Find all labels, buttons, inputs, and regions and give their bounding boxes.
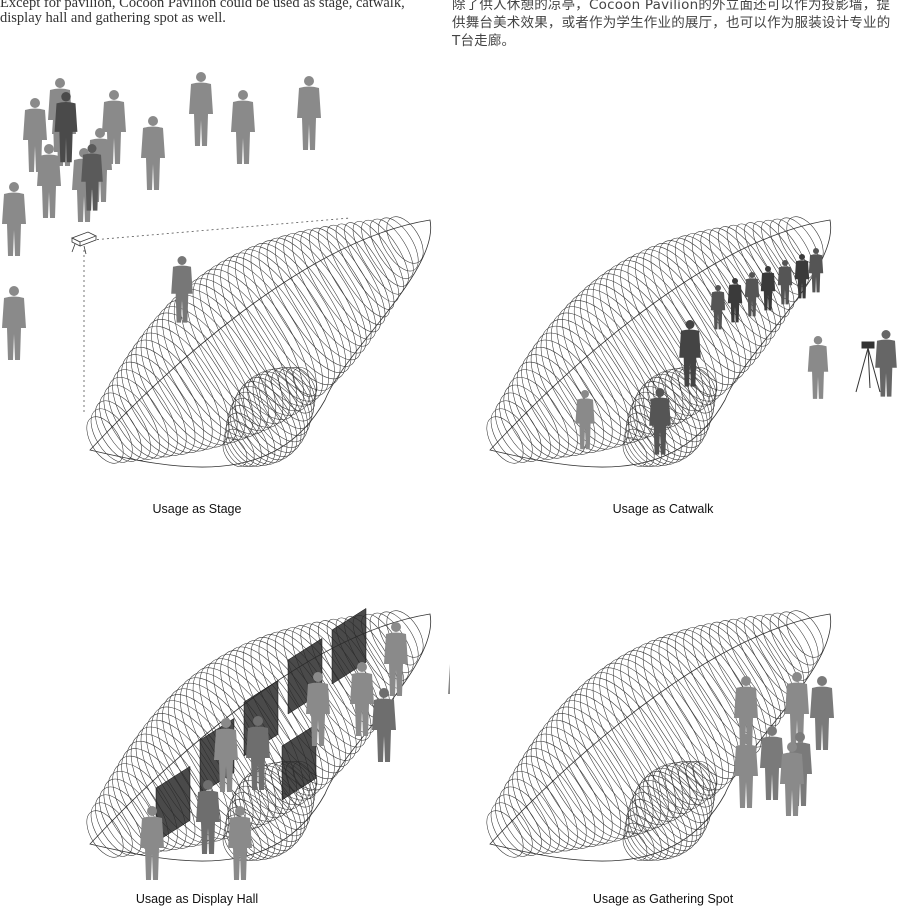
display-hall-illustration [86, 607, 450, 880]
catwalk-illustration [486, 216, 897, 468]
visitor-figure [350, 662, 374, 736]
audience-figure [297, 76, 321, 150]
cocoon-pavilion [86, 216, 432, 468]
visitor-figure [140, 806, 164, 880]
seated-audience-figure [794, 254, 810, 299]
seated-audience-figure [777, 260, 793, 305]
model-figure [679, 320, 701, 387]
gathering-figure [734, 734, 758, 808]
audience-figure [231, 90, 255, 164]
audience-figure [141, 116, 165, 190]
model-figure [575, 390, 595, 450]
cocoon-pavilion [486, 610, 832, 862]
visitor-figure [306, 672, 330, 746]
photographer-figure [875, 330, 897, 397]
gathering-figure [780, 742, 804, 816]
seated-audience-figure [808, 248, 824, 293]
gathering-figure [760, 726, 784, 800]
panel-catwalk: Usage as Catwalk [450, 0, 900, 516]
seated-audience-figure [710, 285, 726, 330]
gathering-figure [810, 676, 834, 750]
audience-figure [189, 72, 213, 146]
caption-stage: Usage as Stage [152, 502, 242, 516]
visitor-figure [372, 688, 396, 762]
display-board [281, 723, 317, 801]
performer-figure [171, 256, 193, 323]
panel-display-hall: Usage as Display Hall [0, 454, 450, 908]
seated-audience-figure [760, 266, 776, 311]
projector-icon [71, 231, 97, 255]
panel-gathering-spot: Usage as Gathering Spot [450, 454, 900, 908]
projection-line [91, 217, 351, 241]
intro-chinese-text: 除了供人休憩的凉亭，Cocoon Pavilion的外立面还可以作为投影墙，提供… [452, 0, 891, 49]
caption-catwalk: Usage as Catwalk [612, 502, 714, 516]
model-figure [649, 388, 671, 455]
audience-figure [81, 144, 103, 211]
visitor-figure [384, 622, 408, 696]
caption-gathering-spot: Usage as Gathering Spot [592, 892, 734, 906]
photographer-figure [807, 336, 829, 399]
seated-audience-figure [744, 272, 760, 317]
visitor-figure [246, 716, 270, 790]
visitor-figure [228, 806, 252, 880]
gathering-spot-illustration [486, 610, 834, 862]
audience-figure [54, 92, 78, 163]
visitor-figure [214, 718, 238, 792]
visitor-figure [448, 664, 450, 694]
audience-figure [2, 286, 26, 360]
audience-figure [37, 144, 61, 218]
gathering-figure [785, 672, 809, 746]
gathering-figure [734, 676, 758, 750]
seated-audience-figure [727, 278, 743, 323]
stage-illustration [2, 72, 432, 468]
intro-english-text: Except for pavilion, Cocoon Pavilion cou… [0, 0, 405, 26]
visitor-figure [196, 780, 220, 854]
audience-figure [2, 182, 26, 256]
camera-tripod-icon [855, 341, 881, 393]
panel-stage: Usage as Stage [0, 0, 450, 516]
caption-display-hall: Usage as Display Hall [135, 892, 259, 906]
